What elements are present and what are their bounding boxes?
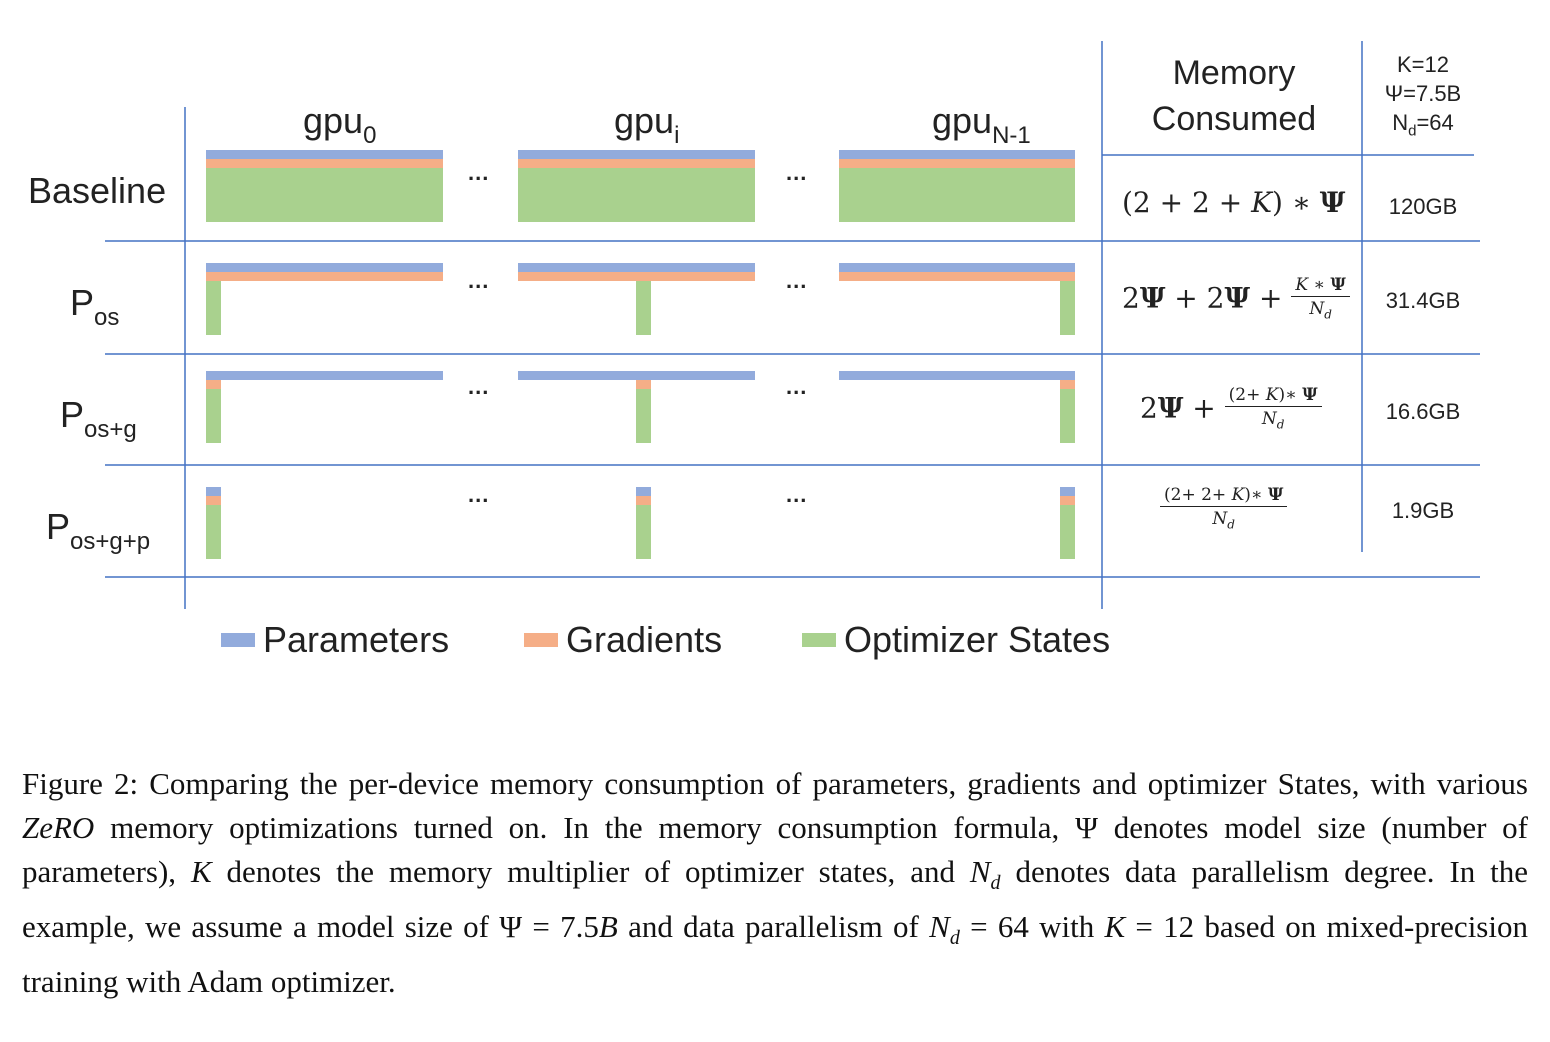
- caption-text-2: memory optimizations turned on. In the m…: [22, 810, 1529, 889]
- row-label-p-os: Pos: [70, 282, 120, 331]
- figure-grid: [105, 41, 1480, 609]
- legend-label-optimizer: Optimizer States: [844, 619, 1111, 660]
- bar-baseline-optim-0: [206, 168, 443, 222]
- row-label-p-os-g-p: Pos+g+p: [46, 506, 151, 555]
- caption-text-7: = 12 based on mixed-precision training w…: [22, 909, 1528, 1000]
- bar-pos-optim-0: [206, 281, 221, 335]
- figure-caption: Figure 2: Comparing the per-device memor…: [22, 762, 1528, 1004]
- ellipsis-r3-a: ...: [468, 482, 490, 507]
- bar-baseline-grads-1: [518, 159, 755, 168]
- legend-swatch-parameters: [221, 633, 255, 647]
- caption-text-4: denotes data parallelism degree. In the …: [22, 854, 1529, 945]
- bar-posgp-params-0: [206, 487, 221, 496]
- bar-posgp-grads-1: [636, 496, 651, 505]
- ellipsis-r3-b: ...: [786, 482, 808, 507]
- memory-value-p-os: 31.4GB: [1385, 288, 1461, 313]
- bar-posg-optim-1: [636, 389, 651, 443]
- legend-swatch-gradients: [524, 633, 558, 647]
- ellipsis-r1-a: ...: [468, 268, 490, 293]
- gpu-header-i: gpui: [614, 100, 680, 149]
- bar-baseline-grads-2: [839, 159, 1075, 168]
- caption-zero: ZeRO: [22, 810, 95, 845]
- row-label-baseline: Baseline: [28, 170, 167, 211]
- memory-header: Memory Consumed: [1151, 54, 1317, 138]
- legend-label-parameters: Parameters: [263, 619, 450, 660]
- zero-memory-figure: gpu0 gpui gpuN-1 Baseline Pos Pos+g Pos+…: [28, 41, 1480, 660]
- caption-nd-2: Nd: [929, 909, 960, 950]
- legend-optimizer: Optimizer States: [802, 619, 1111, 660]
- params-header: K=12 Ψ=7.5B Nd=64: [1384, 52, 1462, 140]
- bar-baseline-optim-2: [839, 168, 1075, 222]
- bar-posg-params-1: [518, 371, 755, 380]
- bar-posgp-optim-1: [636, 505, 651, 559]
- bar-posgp-grads-2: [1060, 496, 1075, 505]
- caption-text-6: = 64 with: [970, 909, 1095, 945]
- memory-value-baseline: 120GB: [1388, 194, 1458, 219]
- caption-text-1: Comparing the per-device memory consumpt…: [149, 766, 1528, 801]
- bar-posgp-optim-0: [206, 505, 221, 559]
- bar-posg-optim-0: [206, 389, 221, 443]
- gpu-header-0: gpu0: [303, 100, 377, 149]
- caption-nd: Nd: [969, 854, 1001, 895]
- bar-pos-optim-2: [1060, 281, 1075, 335]
- bar-pos-grads-1: [518, 272, 755, 281]
- caption-label: Figure 2:: [22, 766, 139, 801]
- ellipsis-r2-a: ...: [468, 374, 490, 399]
- bar-baseline-params-0: [206, 150, 443, 159]
- bar-pos-grads-0: [206, 272, 443, 281]
- ellipsis-r0-a: ...: [468, 160, 490, 185]
- bar-posg-optim-2: [1060, 389, 1075, 443]
- bar-baseline-grads-0: [206, 159, 443, 168]
- legend-parameters: Parameters: [221, 619, 450, 660]
- bar-posg-grads-1: [636, 380, 651, 389]
- caption-k-2: K: [1104, 909, 1126, 945]
- formula-baseline: (2 + 2 + K) ∗ Ψ: [1122, 186, 1346, 219]
- memory-bars: [206, 150, 1075, 559]
- bar-posg-grads-0: [206, 380, 221, 389]
- row-label-p-os-g: Pos+g: [60, 394, 137, 443]
- memory-value-p-os-g: 16.6GB: [1385, 399, 1461, 424]
- bar-posgp-grads-0: [206, 496, 221, 505]
- bar-pos-grads-2: [839, 272, 1075, 281]
- ellipsis-r0-b: ...: [786, 160, 808, 185]
- caption-b: B: [598, 909, 618, 945]
- caption-text-5: and data parallelism of: [628, 909, 919, 945]
- bar-posgp-params-2: [1060, 487, 1075, 496]
- bar-posg-params-0: [206, 371, 443, 380]
- bar-baseline-optim-1: [518, 168, 755, 222]
- memory-value-p-os-g-p: 1.9GB: [1391, 498, 1455, 523]
- bar-pos-params-0: [206, 263, 443, 272]
- caption-k: K: [190, 854, 212, 889]
- gpu-header-n-1: gpuN-1: [932, 100, 1031, 149]
- bar-posgp-optim-2: [1060, 505, 1075, 559]
- bar-pos-params-2: [839, 263, 1075, 272]
- bar-posg-params-2: [839, 371, 1075, 380]
- bar-posgp-params-1: [636, 487, 651, 496]
- legend-swatch-optimizer: [802, 633, 836, 647]
- bar-pos-optim-1: [636, 281, 651, 335]
- bar-baseline-params-2: [839, 150, 1075, 159]
- bar-pos-params-1: [518, 263, 755, 272]
- ellipsis-r2-b: ...: [786, 374, 808, 399]
- caption-text-3: denotes the memory multiplier of optimiz…: [226, 854, 955, 889]
- legend-label-gradients: Gradients: [566, 619, 723, 660]
- legend-gradients: Gradients: [524, 619, 723, 660]
- bar-posg-grads-2: [1060, 380, 1075, 389]
- bar-baseline-params-1: [518, 150, 755, 159]
- ellipsis-r1-b: ...: [786, 268, 808, 293]
